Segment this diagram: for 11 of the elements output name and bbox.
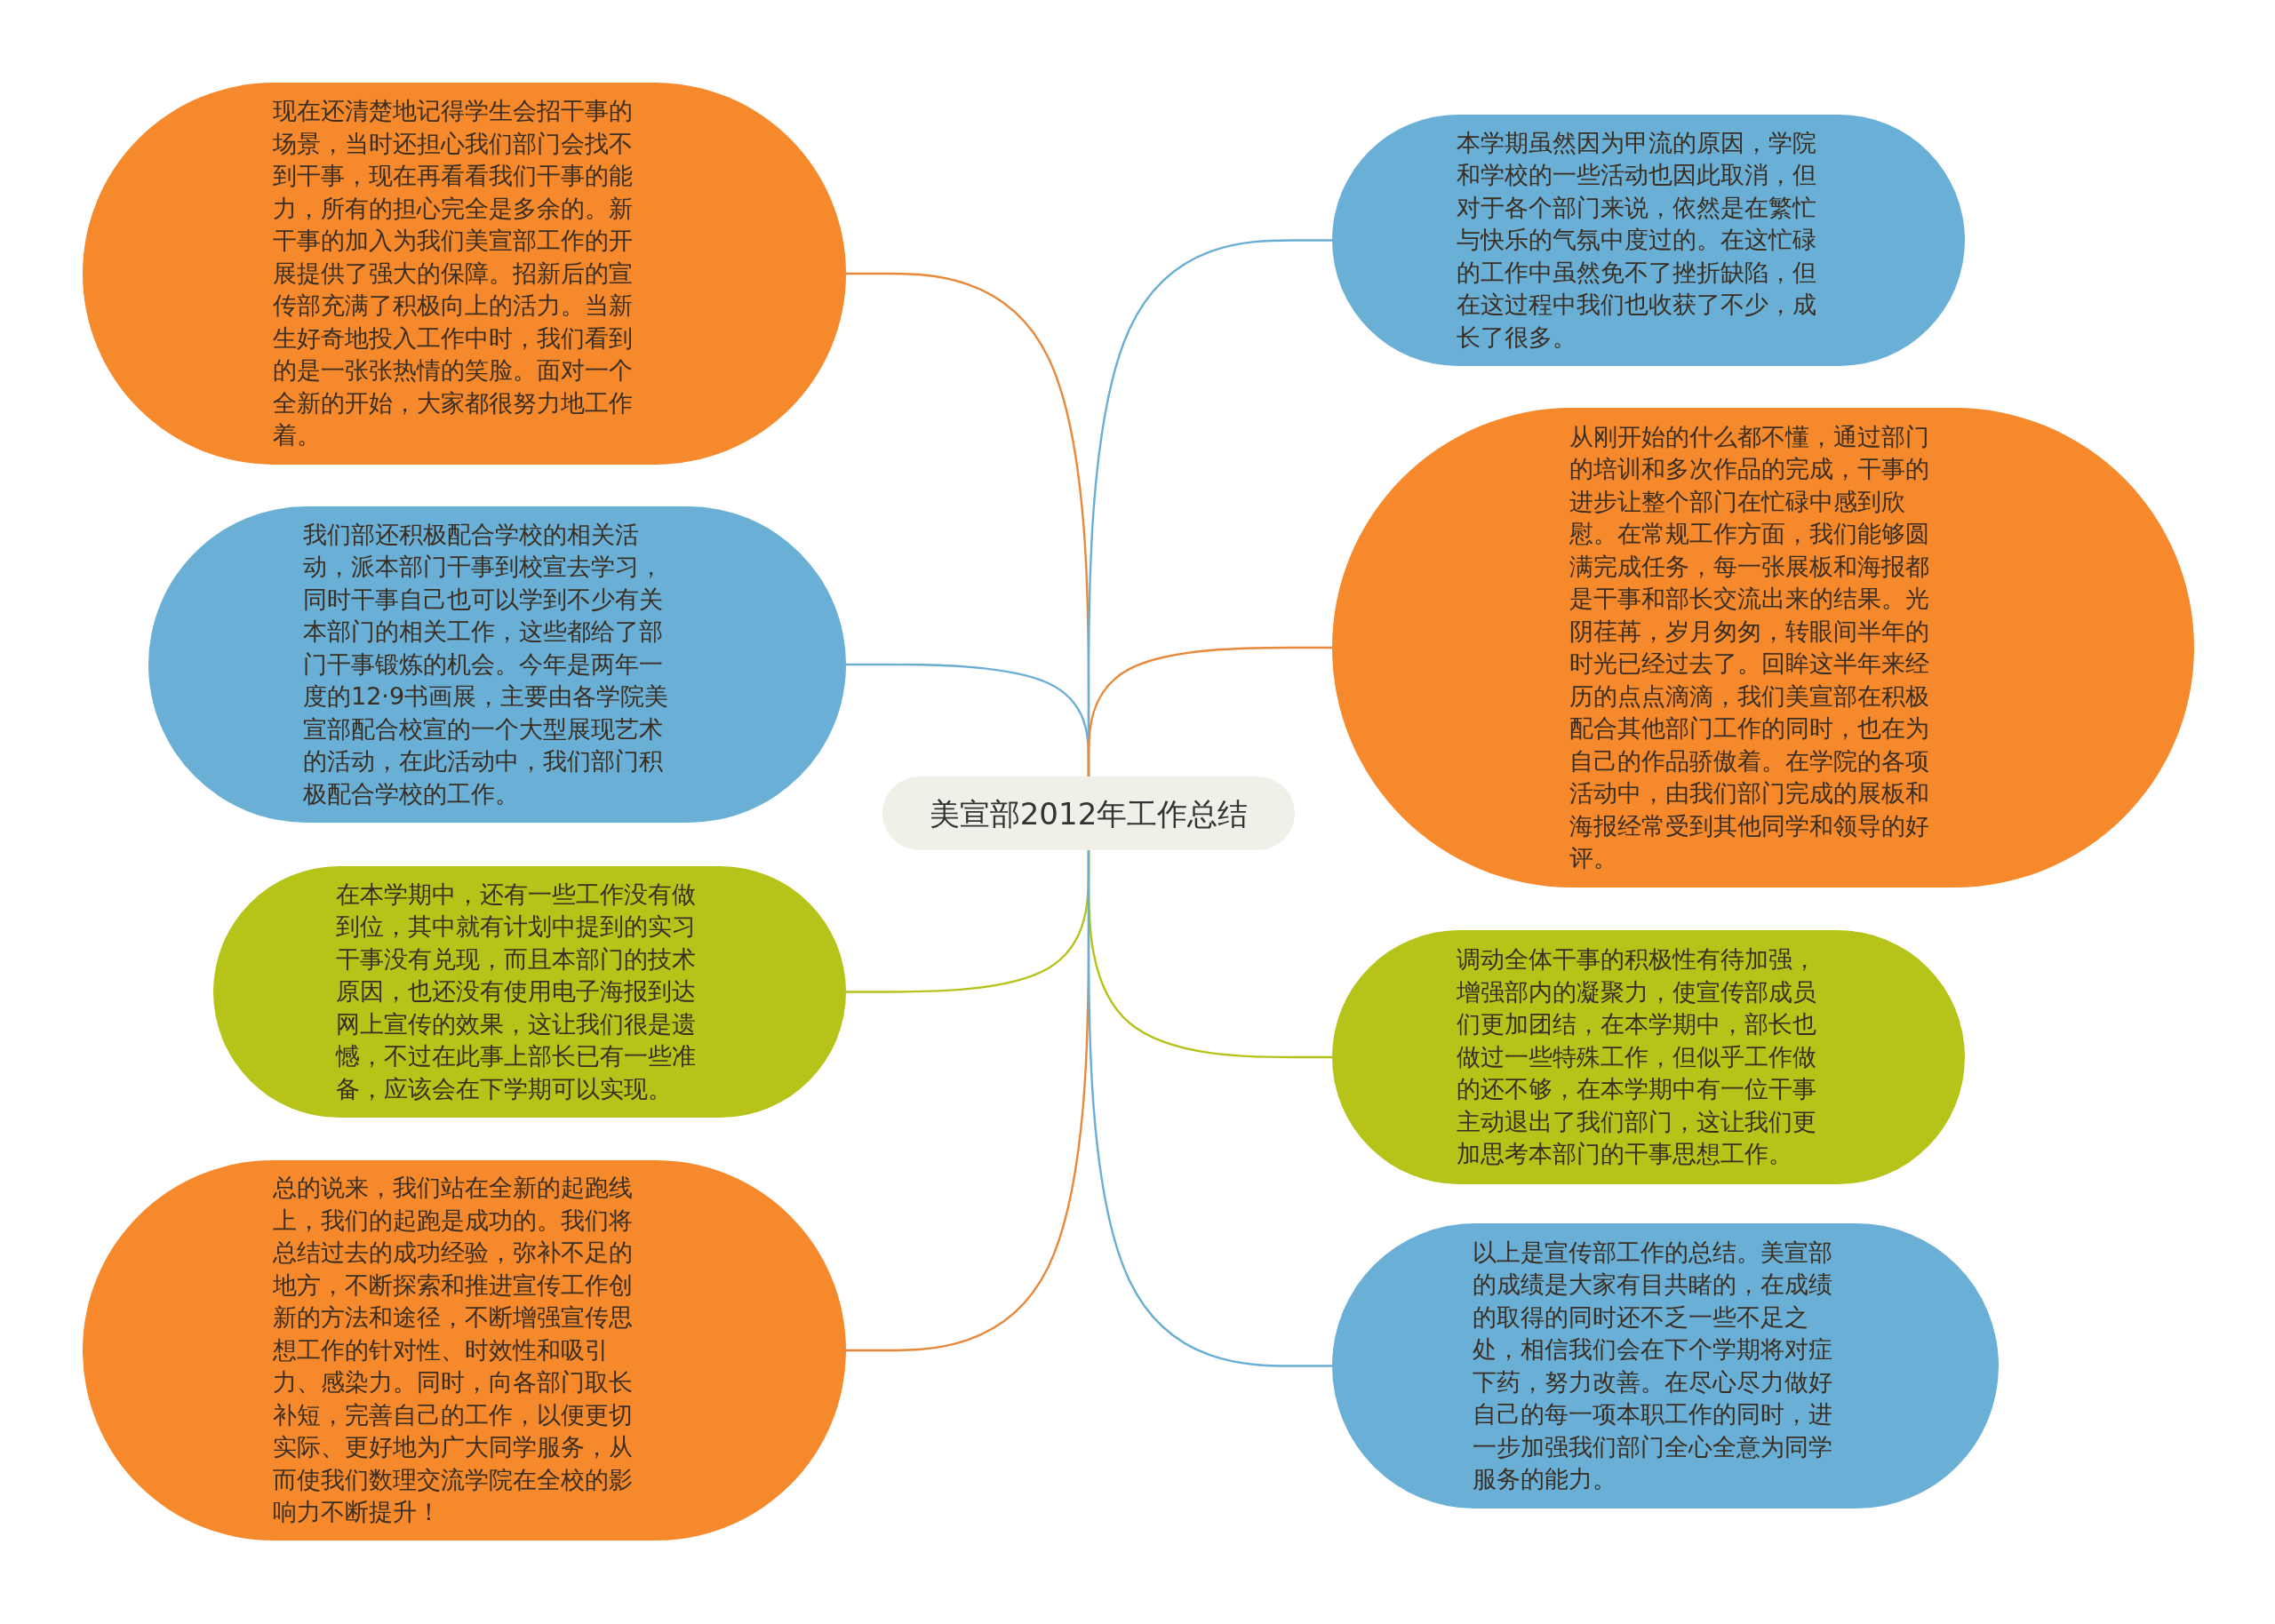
connector-line	[1087, 850, 1332, 1367]
bubble-text: 现在还清楚地记得学生会招干事的场景，当时还担心我们部门会找不到干事，现在再看看我们干事的能力，所有的担心完全是多余的。新干事的加入为我们美宣部工作的开展提供了强大的保障。招新后的宣传部充满了积极向上的活力。当新生好奇地投入工作中时，我们看到的是一张张热情的笑脸。面对一个全新的开始，大家都很努力地工作着。	[273, 96, 634, 450]
bubble-text: 以上是宣传部工作的总结。美宣部的成绩是大家有目共睹的，在成绩的取得的同时还不乏一些不足之处，相信我们会在下个学期将对症下药，努力改善。在尽心尽力做好自己的每一项本职工作的同时，进一步加强我们部门全心全意为同学服务的能力。	[1473, 1237, 1833, 1494]
bubble-text: 我们部还积极配合学校的相关活动，派本部门干事到校宣去学习，同时干事自己也可以学到不少有关本部门的相关工作，这些都给了部门干事锻炼的机会。今年是两年一度的12·9书画展，主要由各学院美宣部配合校宣的一个大型展现艺术的活动，在此活动中，我们部门积极配合学校的工作。	[303, 519, 670, 809]
bubble-text: 在本学期中，还有一些工作没有做到位，其中就有计划中提到的实习干事没有兑现，而且本部门的技术原因，也还没有使用电子海报到达网上宣传的效果，这让我们很是遗憾，不过在此事上部长已有一些准备，应该会在下学期可以实现。	[336, 879, 697, 1104]
central-topic-title: 美宣部2012年工作总结	[928, 794, 1249, 833]
bubble-text: 调动全体干事的积极性有待加强，增强部内的凝聚力，使宣传部成员们更加团结，在本学期中，部长也做过一些特殊工作，但似乎工作做的还不够，在本学期中有一位干事主动退出了我们部门，这让我们更加思考本部门的干事思想工作。	[1457, 944, 1817, 1169]
bubble-text: 总的说来，我们站在全新的起跑线上，我们的起跑是成功的。我们将总结过去的成功经验，弥补不足的地方，不断探索和推进宣传工作创新的方法和途径，不断增强宣传思想工作的针对性、时效性和吸引力、感染力。同时，向各部门取长补短，完善自己的工作，以便更切实际、更好地为广大同学服务，从而使我们数理交流学院在全校的影响力不断提升！	[273, 1173, 634, 1527]
bubble-text: 从刚开始的什么都不懂，通过部门的培训和多次作品的完成，干事的进步让整个部门在忙碌中感到欣慰。在常规工作方面，我们能够圆满完成任务，每一张展板和海报都是干事和部长交流出来的结果。光阴荏苒，岁月匆匆，转眼间半年的时光已经过去了。回眸这半年来经历的点点滴滴，我们美宣部在积极配合其他部门工作的同时，也在为自己的作品骄傲着。在学院的各项活动中，由我们部门完成的展板和海报经常受到其他同学和领导的好评。	[1569, 421, 1930, 873]
connector-line	[1087, 646, 1332, 776]
bubble-text: 本学期虽然因为甲流的原因，学院和学校的一些活动也因此取消，但对于各个部门来说，依然是在繁忙与快乐的气氛中度过的。在这忙碌的工作中虽然免不了挫折缺陷，但在这过程中我们也收获了不少，成长了很多。	[1457, 127, 1817, 353]
